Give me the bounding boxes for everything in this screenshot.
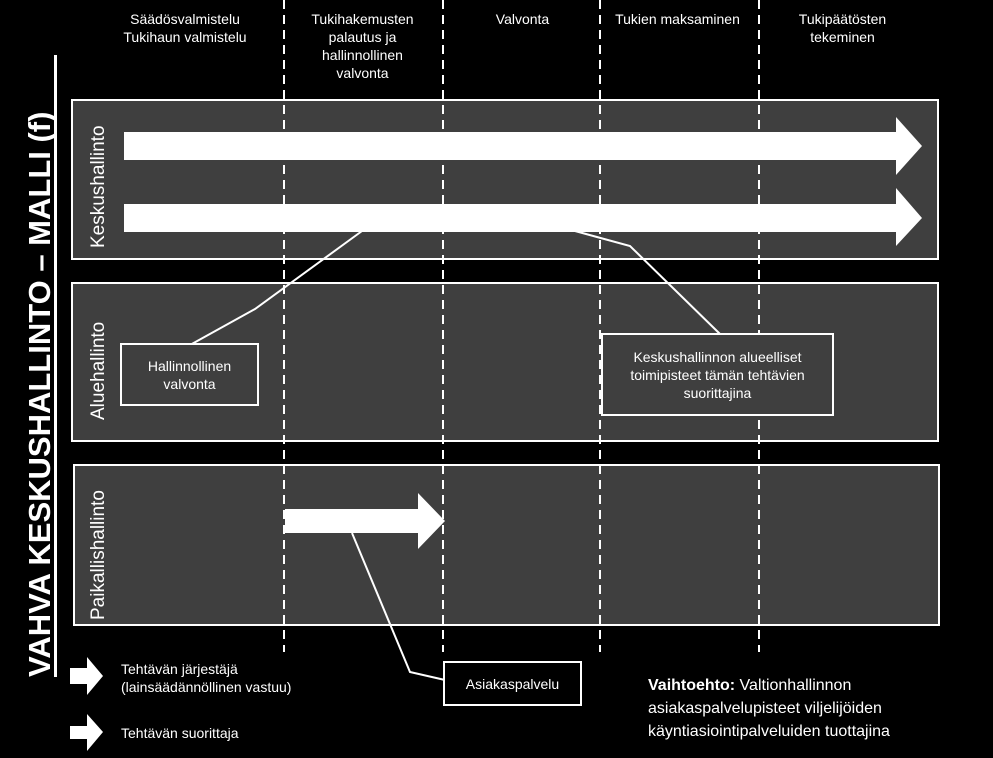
callout-hallinnollinen-valvonta: Hallinnollinen valvonta: [120, 343, 259, 406]
connector-keskushallinnon: [574, 230, 721, 335]
title-underline: [54, 55, 57, 677]
alternative-label: Vaihtoehto:: [648, 677, 736, 694]
connector-hallinnollinen: [189, 230, 363, 346]
legend-performer-label: Tehtävän suorittaja: [121, 725, 239, 741]
arrow-performer-paikallishallinto: [285, 493, 445, 549]
alternative-text: Valtionhallinnon asiakaspalvelupisteet v…: [648, 677, 890, 740]
phase-header-tukipaatosten: Tukipäätösten tekeminen: [798, 11, 887, 45]
arrow-organizer-keskushallinto: [124, 117, 922, 175]
arrow-performer-keskushallinto: [124, 188, 922, 246]
connector-lines: [189, 230, 721, 681]
phase-header-tukihakemusten: Tukihakemusten palautus ja hallinnolline…: [311, 11, 414, 81]
alternative-note: Vaihtoehto: Valtionhallinnon asiakaspalv…: [648, 674, 978, 743]
phase-header-saadosvalmistelu: Säädösvalmistelu Tukihaun valmistelu: [123, 11, 247, 45]
phase-header-valvonta: Valvonta: [495, 11, 550, 27]
legend-organizer-label: Tehtävän järjestäjä (lainsäädännöllinen …: [121, 661, 292, 695]
callout-asiakaspalvelu: Asiakaspalvelu: [443, 661, 582, 706]
connector-asiakaspalvelu: [351, 532, 446, 681]
band-keskushallinto: [71, 99, 939, 260]
legend-performer-arrow-icon: [70, 714, 103, 751]
phase-header-tukien-maksaminen: Tukien maksaminen: [615, 11, 740, 27]
callout-keskushallinnon-toimipisteet: Keskushallinnon alueelliset toimipisteet…: [601, 333, 834, 416]
legend-organizer-arrow-icon: [70, 657, 103, 695]
band-paikallishallinto: [73, 464, 940, 626]
phase-dividers: [283, 0, 760, 652]
